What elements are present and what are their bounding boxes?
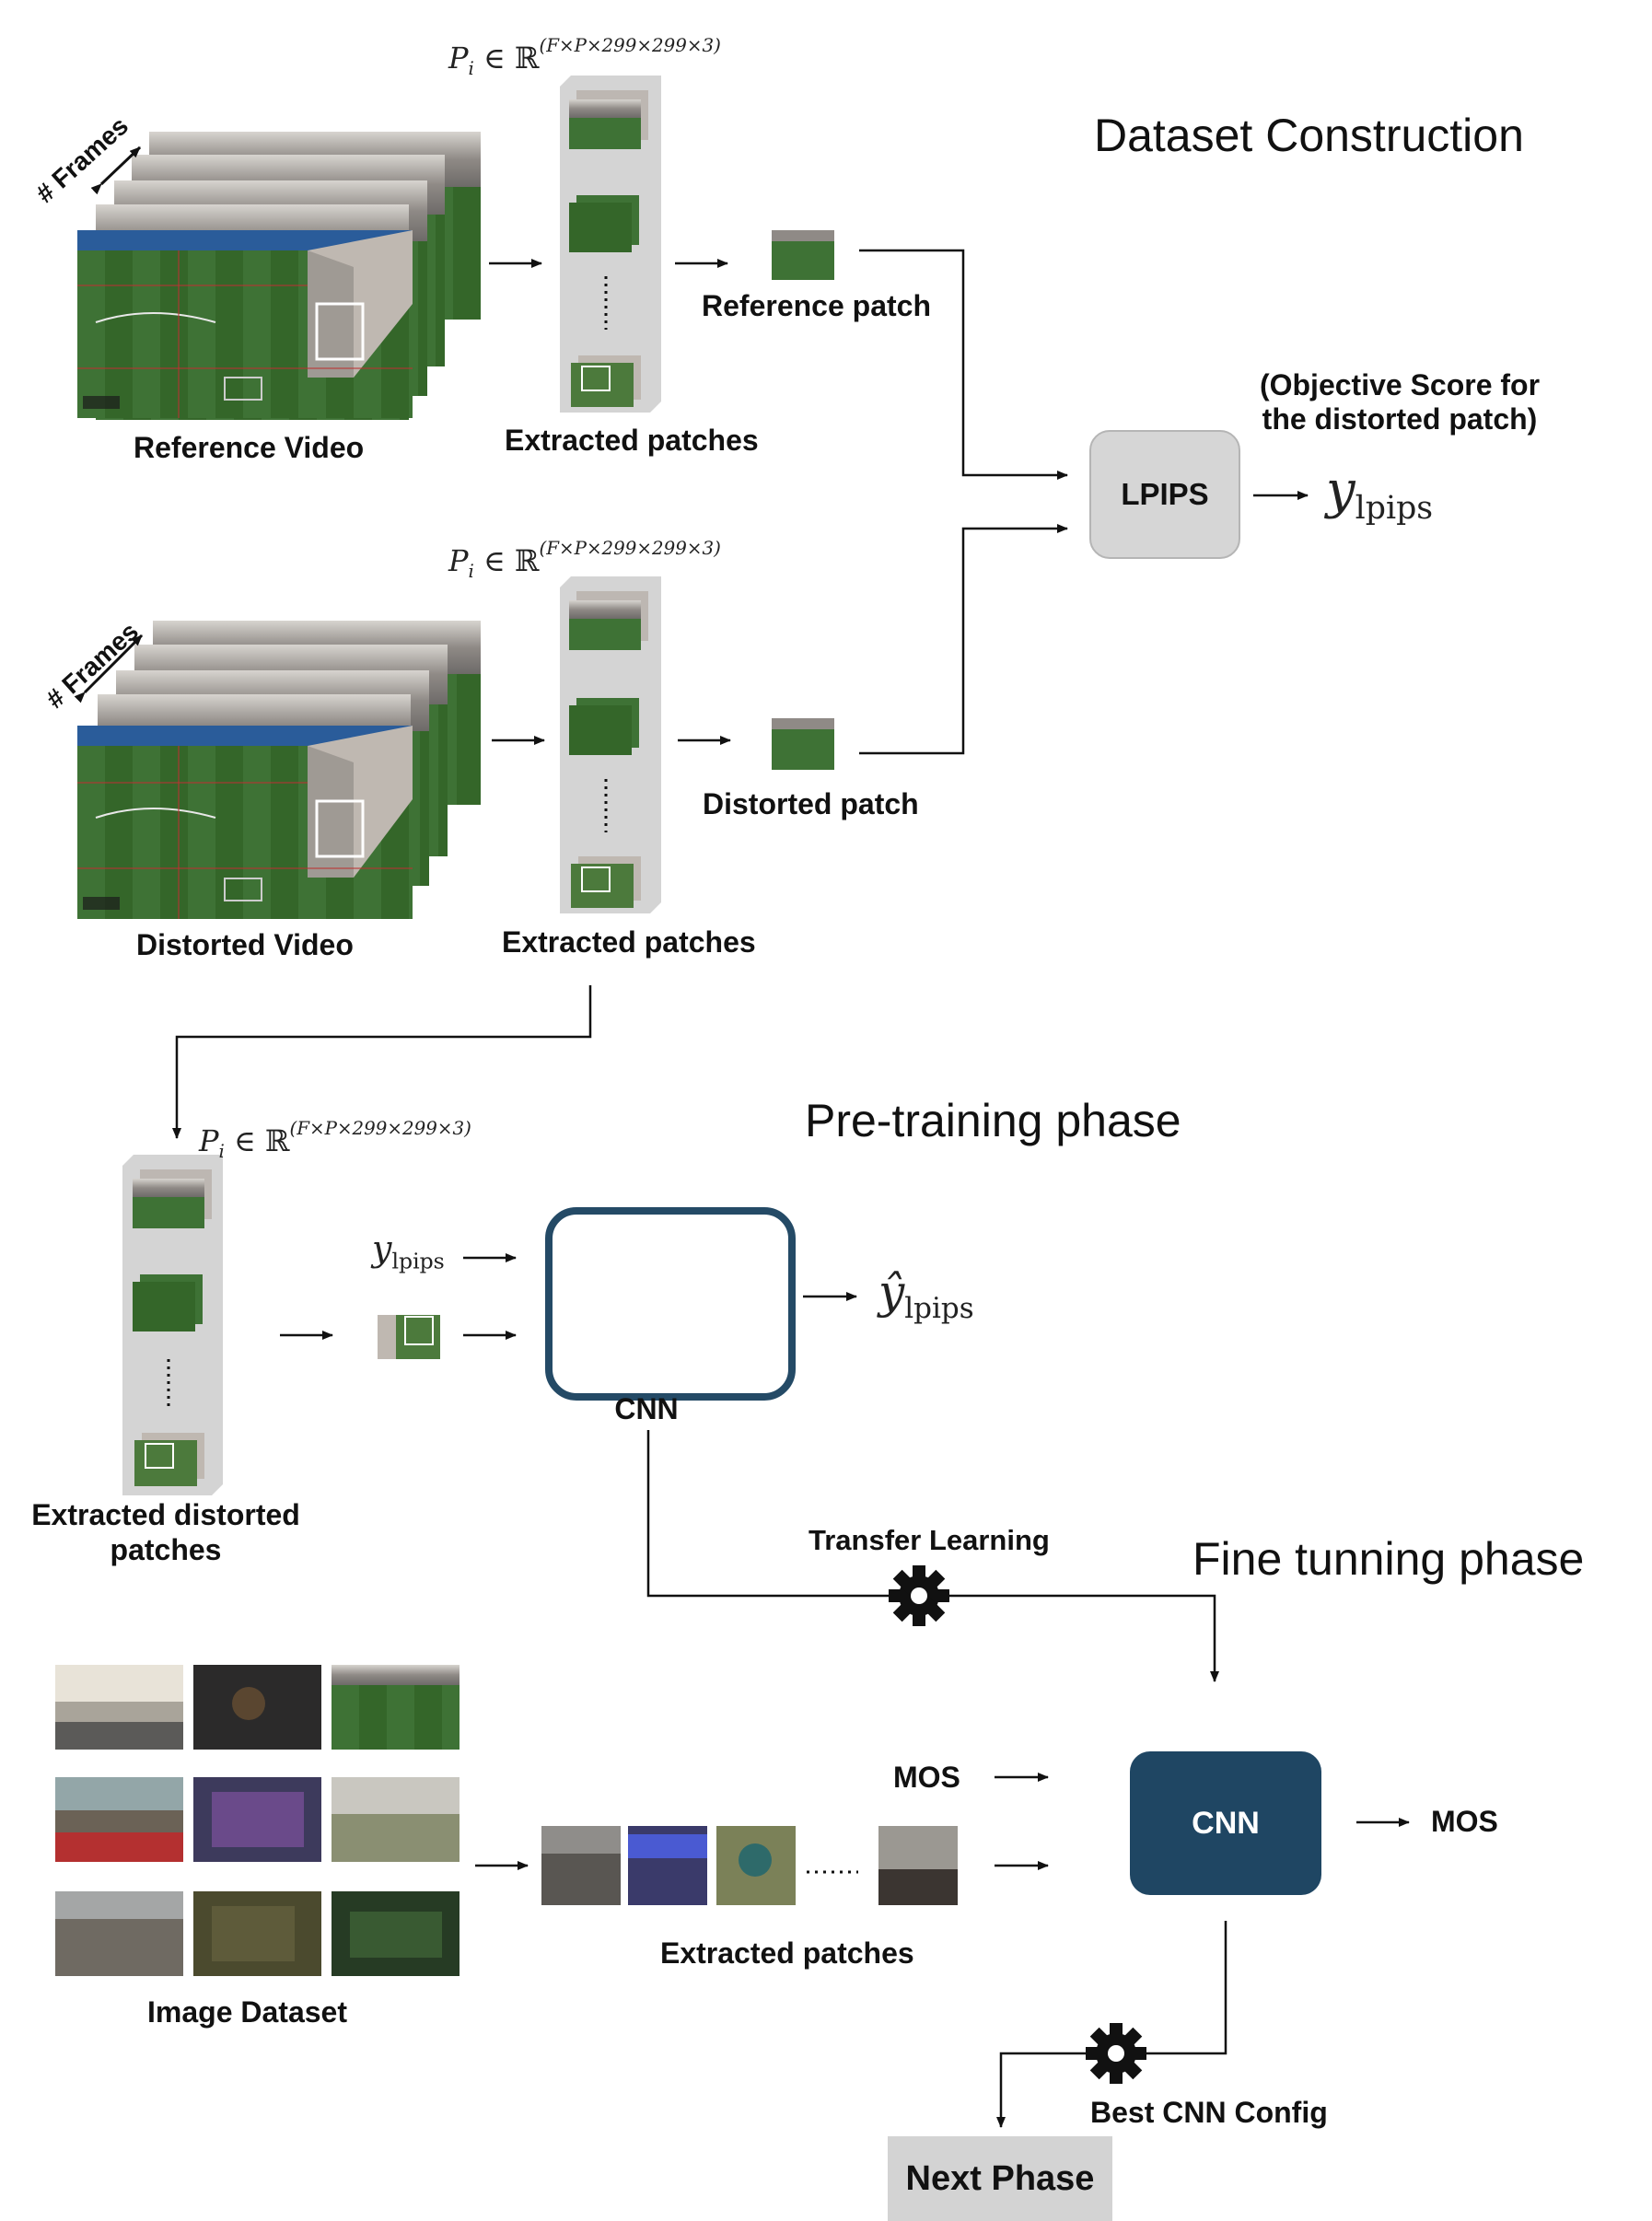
title-pretraining-phase: Pre-training phase bbox=[805, 1095, 1181, 1146]
frames-arrow-2 bbox=[74, 634, 144, 704]
cnn-finetune-box: CNN bbox=[1130, 1751, 1321, 1895]
label-extracted-distorted-patches: Extracted distorted patches bbox=[31, 1498, 300, 1566]
label-transfer-learning: Transfer Learning bbox=[809, 1524, 1050, 1556]
reference-video-frames bbox=[77, 132, 481, 420]
title-finetuning-phase: Fine tunning phase bbox=[1192, 1533, 1585, 1585]
distorted-video-frames bbox=[77, 621, 481, 919]
label-extracted-patches-3: Extracted patches bbox=[660, 1936, 914, 1970]
extracted-distorted-patches-stack bbox=[122, 1155, 223, 1495]
frames-arrow-1 bbox=[90, 145, 142, 195]
label-reference-video: Reference Video bbox=[134, 431, 365, 464]
extracted-patches-stack-2 bbox=[560, 576, 661, 913]
y-lpips-output: ylpips bbox=[1326, 460, 1434, 528]
label-image-dataset: Image Dataset bbox=[147, 1995, 347, 2029]
label-mos-input: MOS bbox=[893, 1761, 960, 1794]
y-hat-lpips-output: ŷlpips bbox=[878, 1265, 974, 1325]
label-cnn-pretrain: CNN bbox=[614, 1392, 679, 1425]
cnn-pretrain-box bbox=[545, 1207, 796, 1401]
next-phase-box: Next Phase bbox=[888, 2136, 1112, 2221]
label-best-cnn-config: Best CNN Config bbox=[1090, 2096, 1328, 2129]
patch-tensor-formula-1: Pi ∈ ℝ(F×P×299×299×3) bbox=[448, 35, 721, 80]
label-extracted-patches-2: Extracted patches bbox=[502, 925, 756, 959]
title-dataset-construction: Dataset Construction bbox=[1094, 110, 1524, 161]
best-config-gear-icon bbox=[1086, 2023, 1146, 2084]
label-distorted-video: Distorted Video bbox=[136, 928, 354, 961]
image-dataset-grid bbox=[55, 1665, 460, 1976]
patch-tensor-formula-2: Pi ∈ ℝ(F×P×299×299×3) bbox=[448, 538, 721, 583]
label-mos-output: MOS bbox=[1431, 1805, 1498, 1838]
finetune-patch-row bbox=[541, 1826, 958, 1905]
transfer-learning-gear-icon bbox=[889, 1565, 949, 1626]
lpips-box: LPIPS bbox=[1089, 430, 1240, 559]
patch-tensor-formula-3: Pi ∈ ℝ(F×P×299×299×3) bbox=[199, 1118, 471, 1163]
label-reference-patch: Reference patch bbox=[702, 289, 931, 322]
extracted-patches-stack-1 bbox=[560, 76, 661, 413]
label-objective-score: (Objective Score for the distorted patch… bbox=[1259, 368, 1541, 436]
reference-patch-thumb bbox=[772, 230, 834, 280]
y-lpips-input: ylpips bbox=[372, 1228, 445, 1274]
input-patch-thumb bbox=[378, 1315, 440, 1359]
label-distorted-patch: Distorted patch bbox=[703, 787, 919, 820]
label-extracted-patches-1: Extracted patches bbox=[505, 424, 759, 457]
distorted-patch-thumb bbox=[772, 718, 834, 770]
